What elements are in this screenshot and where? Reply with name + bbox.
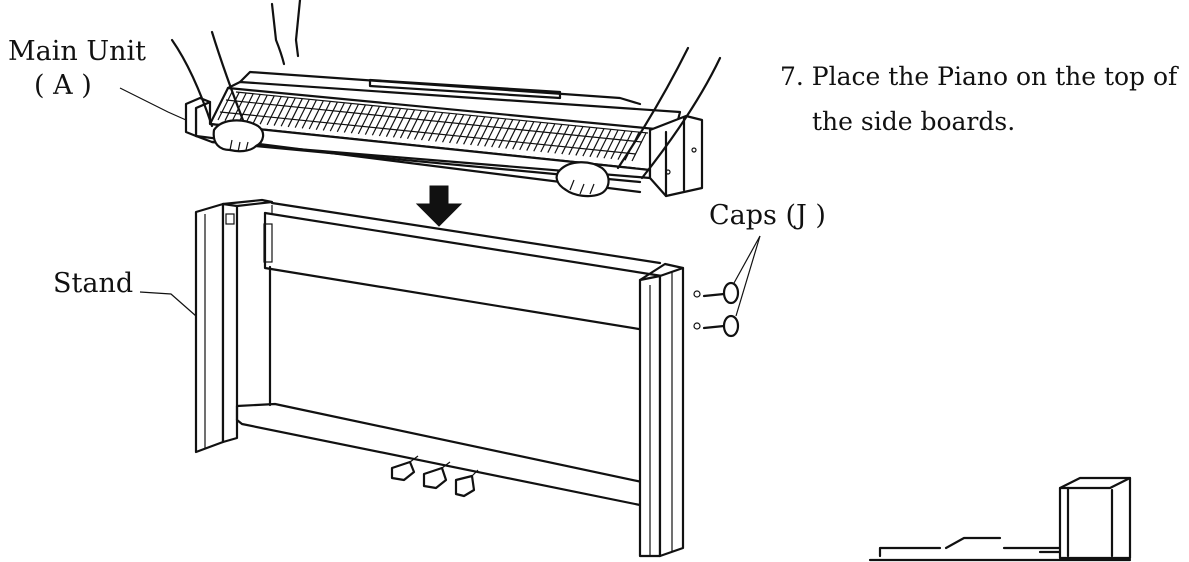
piano-key-line <box>308 100 324 130</box>
piano-key-line <box>217 91 233 121</box>
piano-key-line <box>343 104 359 133</box>
step-instruction: 7. Place the Piano on the top of the sid… <box>780 54 1180 144</box>
piano-key-line <box>463 116 479 145</box>
piano-key-line <box>406 110 422 140</box>
piano-key-line <box>378 107 394 137</box>
stand-label: Stand <box>53 268 134 299</box>
stand-drawing <box>139 198 761 558</box>
piano-key-line <box>596 129 612 158</box>
down-arrow-icon <box>415 185 463 227</box>
piano-key-line <box>301 100 317 129</box>
caps-label: Caps (J ) <box>709 200 826 231</box>
piano-key-line <box>498 119 514 149</box>
piano-key-line <box>575 127 591 156</box>
piano-key-line <box>252 95 268 124</box>
caps-hardware <box>702 281 740 338</box>
piano-key-line <box>287 98 303 128</box>
piano-key-line <box>245 94 261 124</box>
piano-key-line <box>413 111 430 140</box>
piano-key-line <box>554 125 570 154</box>
piano-key-line <box>322 102 338 131</box>
piano-key-line <box>442 113 458 143</box>
piano-key-line <box>617 131 633 160</box>
left-side-board <box>194 202 225 454</box>
main-unit-label: Main Unit <box>8 36 146 67</box>
piano-key-line <box>420 111 437 141</box>
main-unit-drawing <box>119 70 704 198</box>
piano-key-line <box>561 125 577 155</box>
piano-key-line <box>427 112 444 142</box>
piano-key-line <box>434 113 451 142</box>
back-panel <box>263 211 664 278</box>
pedal-board <box>235 402 644 484</box>
piano-key-line <box>336 103 352 133</box>
piano-key-line <box>392 109 408 138</box>
main-unit-code-label: ( A ) <box>34 70 92 101</box>
piano-key-line <box>491 118 507 148</box>
piano-key-line <box>357 105 373 135</box>
piano-key-line <box>484 118 500 147</box>
piano-key-line <box>533 123 549 152</box>
piano-key-line <box>477 117 493 146</box>
piano-key-line <box>350 104 366 134</box>
piano-key-line <box>603 129 619 159</box>
piano-key-line <box>280 97 296 127</box>
piano-key-line <box>505 120 521 149</box>
step-instruction-line2: the side boards. <box>812 107 1016 136</box>
piano-key-line <box>329 102 345 132</box>
inset-detail <box>868 476 1132 562</box>
piano-key-line <box>540 123 556 153</box>
piano-key-line <box>399 109 415 139</box>
piano-key-line <box>315 101 331 130</box>
piano-key-line <box>547 124 563 153</box>
piano-key-line <box>259 95 275 125</box>
piano-key-line <box>512 120 528 150</box>
piano-key-line <box>449 114 465 144</box>
piano-key-line <box>273 97 289 126</box>
hands <box>170 0 722 198</box>
piano-key-line <box>610 130 626 160</box>
piano-key-line <box>470 116 486 146</box>
piano-key-line <box>519 121 535 151</box>
piano-key-line <box>294 99 310 128</box>
piano-key-line <box>568 126 584 156</box>
step-instruction-line1: 7. Place the Piano on the top of <box>780 62 1178 91</box>
piano-key-line <box>589 128 605 158</box>
piano-key-line <box>266 96 282 126</box>
piano-key-line <box>456 115 472 144</box>
piano-key-line <box>582 127 598 157</box>
piano-key-line <box>364 106 380 135</box>
piano-key-line <box>224 92 240 121</box>
piano-key-line <box>385 108 401 137</box>
piano-key-line <box>631 132 647 162</box>
piano-key-line <box>526 122 542 151</box>
pedals <box>390 455 479 498</box>
piano-key-line <box>371 107 387 136</box>
